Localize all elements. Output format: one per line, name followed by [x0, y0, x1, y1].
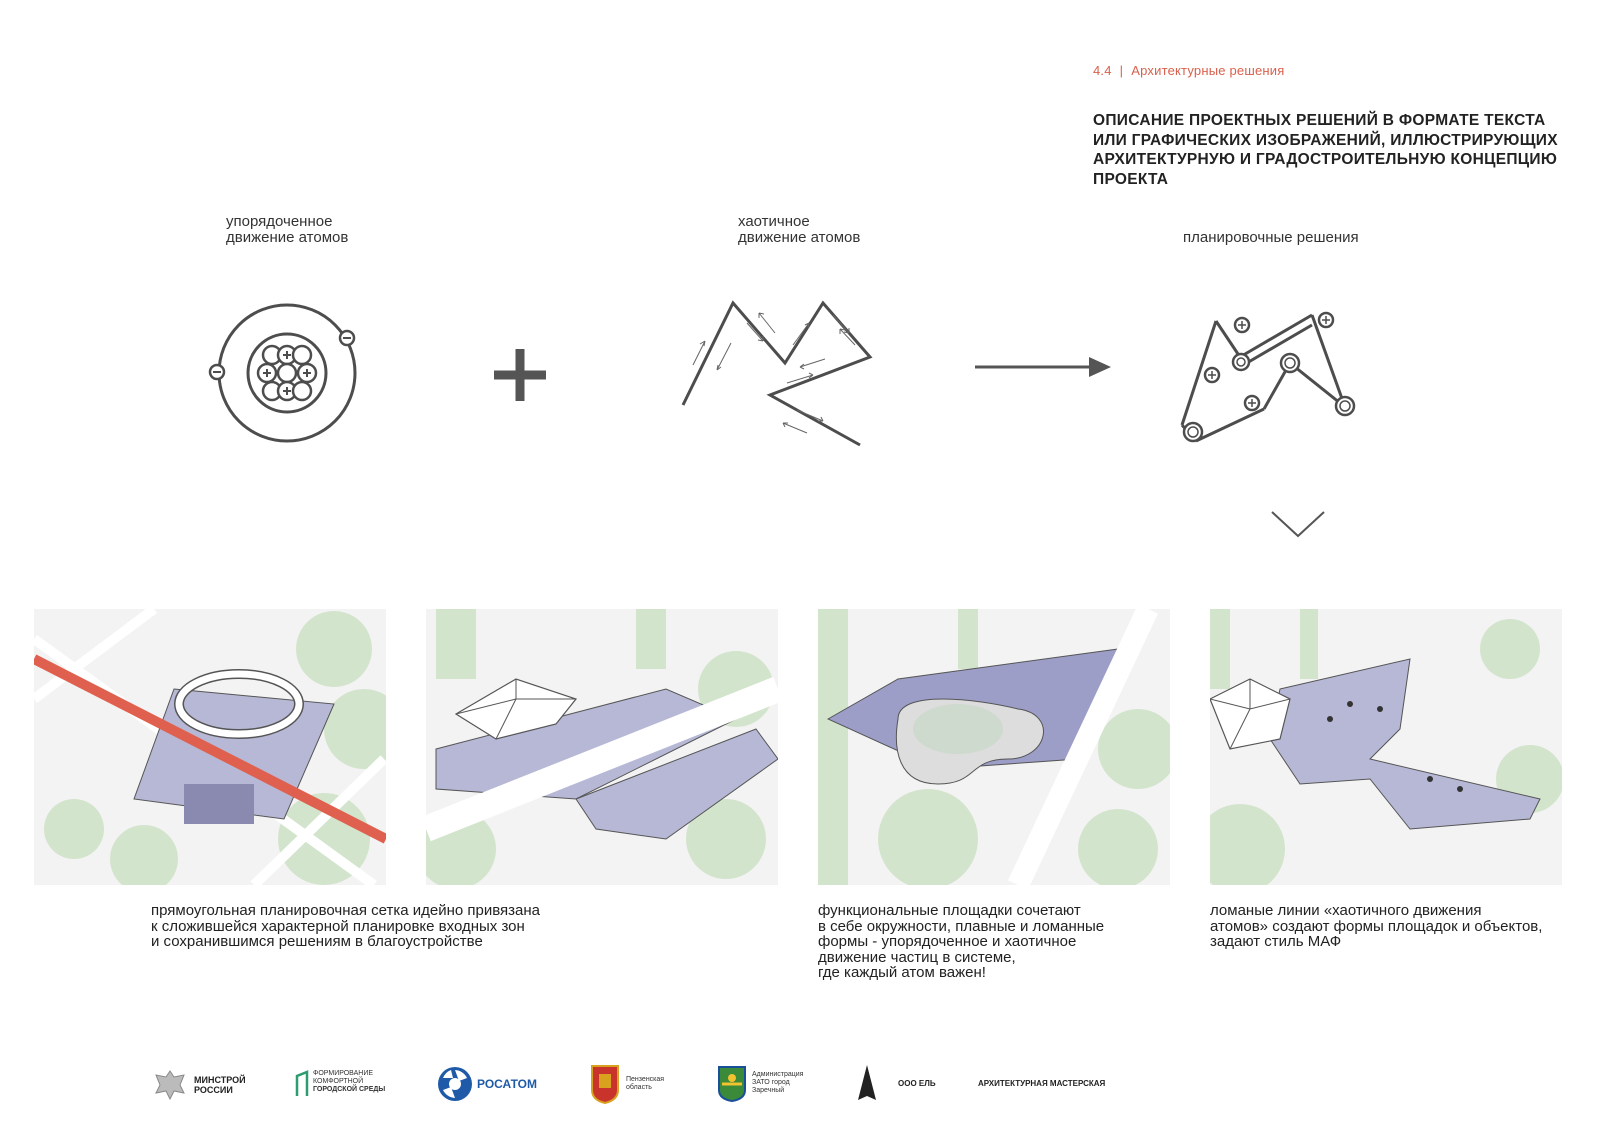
atom-diagram	[208, 303, 357, 443]
eagle-emblem-icon	[155, 1070, 185, 1101]
spruce-icon	[858, 1065, 876, 1100]
caption-chaotic-line1: хаотичное	[738, 213, 810, 230]
minstroy-line1: МИНСТРОЙ	[194, 1075, 246, 1085]
formirovanie-line3: ГОРОДСКОЙ СРЕДЫ	[313, 1086, 386, 1093]
description-right-line: задают стиль МАФ	[1210, 933, 1342, 950]
building-icon	[295, 1070, 309, 1096]
description-left-line: прямоугольная планировочная сетка идейно…	[151, 902, 541, 919]
description-left: прямоугольная планировочная сетка идейно…	[151, 903, 591, 950]
zato-logo: Администрация ЗАТО город Заречный	[718, 1066, 828, 1102]
el-logo: ООО ЕЛЬ	[856, 1064, 936, 1106]
zato-line3: Заречный	[752, 1087, 785, 1094]
zato-line2: ЗАТО город	[752, 1079, 790, 1086]
description-middle-line: функциональные площадки сочетают	[818, 902, 1081, 919]
penza-line1: Пензенская	[626, 1076, 665, 1083]
el-label: ООО ЕЛЬ	[898, 1079, 936, 1088]
page-heading: ОПИСАНИЕ ПРОЕКТНЫХ РЕШЕНИЙ В ФОРМАТЕ ТЕК…	[1093, 112, 1558, 188]
illustration-panel-3	[818, 609, 1170, 885]
chaotic-diagram	[681, 300, 873, 447]
caption-ordered-line1: упорядоченное	[226, 213, 333, 230]
description-right-line: ломаные линии «хаотичного движения	[1210, 902, 1482, 919]
section-title: Архитектурные решения	[1131, 63, 1285, 78]
planning-diagram	[1180, 311, 1356, 443]
caption-ordered: упорядоченное движение атомов	[226, 214, 348, 246]
rosatom-label: РОСАТОМ	[477, 1077, 537, 1091]
description-middle-line: в себе окружности, плавные и ломанные	[818, 917, 1105, 935]
illustration-panel-2	[426, 609, 778, 885]
caption-ordered-line2: движение атомов	[226, 229, 349, 246]
section-label: 4.4 | Архитектурные решения	[1093, 63, 1285, 78]
penza-logo: Пензенская область	[590, 1064, 680, 1106]
zato-line1: Администрация	[752, 1071, 804, 1078]
penza-coat-of-arms-icon	[591, 1065, 619, 1104]
description-right-line: атомов» создают формы площадок и объекто…	[1210, 917, 1543, 935]
description-right: ломаные линии «хаотичного движения атомо…	[1210, 903, 1580, 950]
description-middle-line: формы - упорядоченное и хаотичное	[818, 933, 1077, 950]
caption-chaotic: хаотичное движение атомов	[738, 214, 860, 246]
plus-icon	[494, 349, 546, 401]
zarechny-coat-of-arms-icon	[718, 1066, 746, 1102]
illustration-panel-1	[34, 609, 386, 885]
description-left-line: и сохранившимся решениям в благоустройст…	[151, 933, 483, 950]
chevron-down-icon	[1271, 511, 1325, 538]
penza-line2: область	[626, 1084, 652, 1091]
rosatom-logo: РОСАТОМ	[437, 1066, 547, 1104]
minstroy-logo: МИНСТРОЙ РОССИИ	[152, 1065, 264, 1105]
arch-workshop-label: АРХИТЕКТУРНАЯ МАСТЕРСКАЯ	[978, 1079, 1106, 1088]
section-separator: |	[1119, 63, 1124, 78]
formirovanie-line1: ФОРМИРОВАНИЕ	[313, 1070, 374, 1077]
section-number: 4.4	[1093, 63, 1112, 78]
formirovanie-logo: ФОРМИРОВАНИЕ КОМФОРТНОЙ ГОРОДСКОЙ СРЕДЫ	[295, 1068, 395, 1102]
caption-chaotic-line2: движение атомов	[738, 229, 861, 246]
description-left-line: к сложившейся характерной планировке вхо…	[151, 917, 525, 935]
rosatom-emblem-icon	[438, 1067, 472, 1101]
description-middle-line: движение частиц в системе,	[818, 948, 1016, 966]
description-middle-line: где каждый атом важен!	[818, 964, 986, 981]
caption-planning: планировочные решения	[1183, 229, 1359, 246]
arrow-right-icon	[975, 357, 1111, 377]
description-middle: функциональные площадки сочетают в себе …	[818, 903, 1158, 981]
minstroy-line2: РОССИИ	[194, 1085, 233, 1095]
illustration-panel-4	[1210, 609, 1562, 885]
formirovanie-line2: КОМФОРТНОЙ	[313, 1078, 364, 1085]
